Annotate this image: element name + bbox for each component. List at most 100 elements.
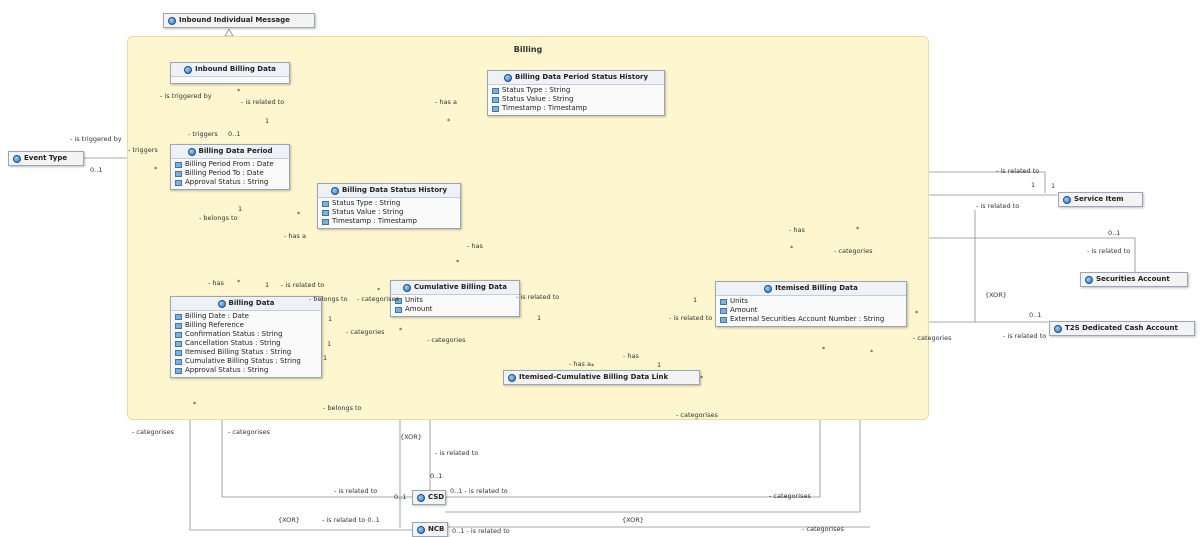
class-billing-data-period[interactable]: Billing Data Period Billing Period From … (170, 144, 290, 190)
multiplicity: 1 (1031, 181, 1036, 189)
multiplicity: * (856, 225, 860, 233)
multiplicity: 1 (657, 361, 662, 369)
class-icon (13, 154, 21, 163)
class-billing-data-period-status-history[interactable]: Billing Data Period Status History Statu… (487, 70, 665, 116)
multiplicity: * (237, 278, 241, 286)
association-label: - has (623, 352, 639, 360)
association-label: - categorises (676, 411, 718, 419)
class-name: T2S Dedicated Cash Account (1065, 324, 1178, 332)
class-inbound-individual-message[interactable]: Inbound Individual Message (163, 13, 315, 28)
class-name: Billing Data Status History (341, 186, 448, 194)
association-label: - is related to (669, 314, 713, 322)
attribute: Units (730, 297, 748, 305)
class-securities-account[interactable]: Securities Account (1080, 272, 1188, 287)
multiplicity: 0..1 (228, 130, 241, 138)
association-label: - categorises (228, 428, 270, 436)
attribute-icon (720, 316, 727, 323)
association-label: - categorises (132, 428, 174, 436)
association-label: - is related to 0..1 (322, 516, 380, 524)
attribute-icon (322, 218, 329, 225)
class-icon (417, 525, 425, 534)
class-inbound-billing-data[interactable]: Inbound Billing Data (170, 62, 290, 84)
association-line (221, 389, 412, 498)
class-icon (330, 186, 339, 195)
association-label: - has (467, 242, 483, 250)
association-label: - has (208, 279, 224, 287)
attribute-icon (175, 349, 182, 356)
attribute: Status Type : String (502, 86, 571, 94)
class-t2s-dedicated-cash-account[interactable]: T2S Dedicated Cash Account (1049, 321, 1195, 336)
association-label: - is triggered by (70, 135, 122, 143)
class-name: Billing Data (228, 299, 275, 307)
multiplicity: * (700, 374, 704, 382)
class-name: Inbound Billing Data (195, 65, 276, 73)
multiplicity: * (591, 362, 595, 370)
class-icon (168, 16, 176, 25)
class-icon (1063, 195, 1071, 204)
association-label: - is related to (334, 487, 378, 495)
association-label: 0..1 - is related to (452, 527, 510, 535)
multiplicity: * (790, 244, 794, 252)
class-itemised-billing-data[interactable]: Itemised Billing Data Units Amount Exter… (715, 281, 907, 327)
class-billing-data[interactable]: Billing Data Billing Date : Date Billing… (170, 296, 322, 378)
multiplicity: * (193, 400, 197, 408)
class-icon (184, 65, 193, 74)
attribute-icon (720, 298, 727, 305)
class-icon (187, 147, 196, 156)
association-label: - categorises (802, 525, 844, 533)
association-label: - is related to (516, 293, 560, 301)
multiplicity: 1 (537, 314, 542, 322)
multiplicity: 1 (323, 354, 328, 362)
multiplicity: 1 (265, 281, 270, 289)
class-name: Itemised-Cumulative Billing Data Link (519, 373, 669, 381)
class-event-type[interactable]: Event Type (8, 151, 84, 166)
class-name: Inbound Individual Message (179, 16, 290, 24)
association-label: - has (789, 226, 805, 234)
attribute: External Securities Account Number : Str… (730, 315, 885, 323)
multiplicity: 0..1 (394, 493, 407, 501)
attribute-icon (175, 340, 182, 347)
attribute: Cancellation Status : String (185, 339, 281, 347)
class-service-item[interactable]: Service Item (1058, 192, 1143, 207)
multiplicity: * (822, 345, 826, 353)
association-label: 0..1 - is related to (450, 487, 508, 495)
multiplicity: 1 (328, 315, 333, 323)
generalisation-arrowhead (224, 28, 234, 37)
class-icon (508, 373, 516, 382)
attribute-icon (322, 209, 329, 216)
xor-constraint: {XOR} (622, 516, 644, 524)
multiplicity: * (377, 286, 381, 294)
attribute-icon (175, 358, 182, 365)
association-label: - is related to (996, 167, 1040, 175)
class-billing-data-status-history[interactable]: Billing Data Status History Status Type … (317, 183, 461, 229)
association-label: - is related to (435, 449, 479, 457)
multiplicity: 1 (265, 117, 270, 125)
attribute-icon (175, 161, 182, 168)
association-label: - categories (834, 247, 873, 255)
attribute-icon (720, 307, 727, 314)
multiplicity: * (915, 309, 919, 317)
association-label: - is triggered by (160, 92, 212, 100)
attribute: Status Value : String (502, 95, 574, 103)
attribute: Cumulative Billing Status : String (185, 357, 301, 365)
attribute: Billing Reference (185, 321, 244, 329)
class-itemised-cumulative-link[interactable]: Itemised-Cumulative Billing Data Link (503, 370, 700, 385)
association-label: - triggers (128, 146, 158, 154)
class-name: Event Type (24, 154, 68, 162)
attribute-icon (492, 105, 499, 112)
class-icon (764, 284, 773, 293)
class-cumulative-billing-data[interactable]: Cumulative Billing Data Units Amount (390, 280, 520, 317)
association-label: - is related to (241, 98, 285, 106)
association-label: - belongs to (309, 295, 348, 303)
attribute-icon (175, 170, 182, 177)
class-name: Itemised Billing Data (775, 284, 858, 292)
multiplicity: 0..1 (430, 472, 443, 480)
class-name: CSD (428, 493, 445, 501)
multiplicity: 1 (693, 296, 698, 304)
class-csd[interactable]: CSD (412, 490, 446, 505)
association-label: - is related to (1003, 332, 1047, 340)
class-name: Service Item (1074, 195, 1124, 203)
multiplicity: * (297, 210, 301, 218)
association-label: - has a (284, 232, 306, 240)
